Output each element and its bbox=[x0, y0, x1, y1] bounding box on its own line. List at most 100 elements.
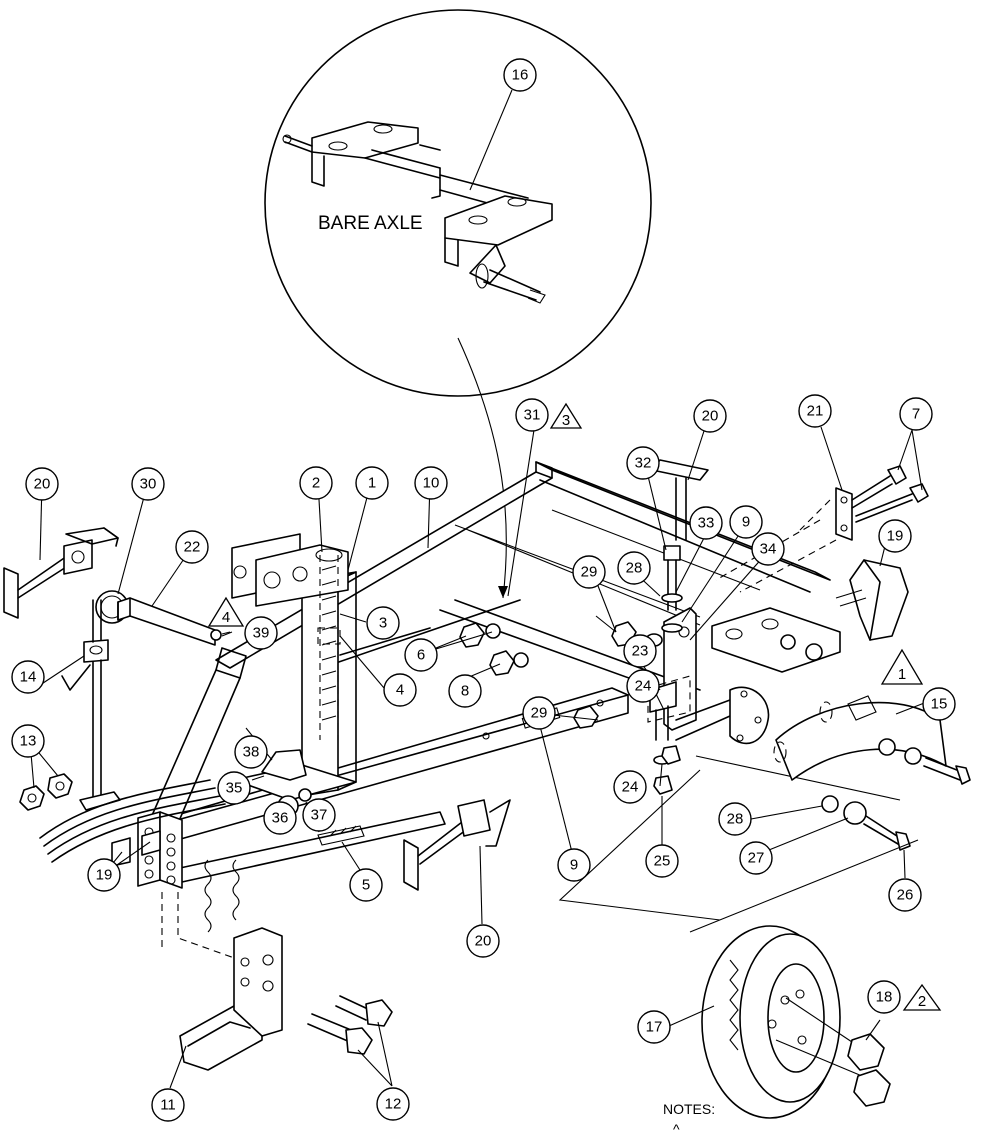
svg-text:5: 5 bbox=[362, 877, 370, 894]
callout-16: 16 bbox=[503, 58, 537, 92]
callout-20-top: 20 bbox=[693, 399, 727, 433]
callout-28-low: 28 bbox=[718, 802, 752, 836]
callout-26: 26 bbox=[888, 878, 922, 912]
callout-14: 14 bbox=[11, 660, 45, 694]
callout-24-low: 24 bbox=[613, 770, 647, 804]
svg-text:27: 27 bbox=[748, 850, 765, 867]
callout-8: 8 bbox=[448, 674, 482, 708]
svg-text:20: 20 bbox=[475, 933, 492, 950]
svg-text:19: 19 bbox=[96, 867, 113, 884]
callout-5: 5 bbox=[349, 868, 383, 902]
callout-13: 13 bbox=[11, 724, 45, 758]
svg-text:4: 4 bbox=[222, 609, 230, 626]
notes-partial-marker: ^ bbox=[673, 1121, 680, 1134]
callout-29-top: 29 bbox=[572, 555, 606, 589]
svg-text:1: 1 bbox=[368, 475, 376, 492]
washers-and-nuts bbox=[459, 622, 529, 676]
svg-text:9: 9 bbox=[570, 857, 578, 874]
fender bbox=[773, 695, 971, 785]
svg-text:17: 17 bbox=[646, 1019, 663, 1036]
svg-text:21: 21 bbox=[807, 403, 824, 420]
wheel-and-tire bbox=[689, 839, 919, 1119]
svg-text:30: 30 bbox=[140, 476, 157, 493]
svg-text:26: 26 bbox=[897, 887, 914, 904]
callout-36: 36 bbox=[263, 801, 297, 835]
callout-32: 32 bbox=[626, 446, 660, 480]
callout-35: 35 bbox=[217, 771, 251, 805]
svg-text:2: 2 bbox=[312, 475, 320, 492]
callout-7: 7 bbox=[899, 397, 933, 431]
callout-2: 2 bbox=[299, 466, 333, 500]
svg-text:18: 18 bbox=[876, 989, 893, 1006]
fender-hardware bbox=[821, 795, 911, 851]
callout-38: 38 bbox=[234, 735, 268, 769]
svg-text:28: 28 bbox=[727, 811, 744, 828]
lower-hitch-pin bbox=[403, 799, 511, 891]
callout-20-left: 20 bbox=[25, 467, 59, 501]
note-triangle-1: 1 bbox=[880, 648, 924, 685]
svg-text:20: 20 bbox=[34, 476, 51, 493]
callout-33: 33 bbox=[689, 506, 723, 540]
svg-text:6: 6 bbox=[417, 647, 425, 664]
callout-37: 37 bbox=[302, 798, 336, 832]
svg-text:39: 39 bbox=[253, 625, 270, 642]
callout-10: 10 bbox=[414, 466, 448, 500]
svg-text:10: 10 bbox=[423, 475, 440, 492]
notes-heading: NOTES: bbox=[663, 1101, 715, 1117]
svg-text:13: 13 bbox=[20, 733, 37, 750]
callout-39: 39 bbox=[244, 616, 278, 650]
callout-24-top: 24 bbox=[626, 669, 660, 703]
callout-34: 34 bbox=[751, 532, 785, 566]
svg-text:38: 38 bbox=[243, 744, 260, 761]
callout-31: 31 bbox=[515, 398, 549, 432]
svg-text:28: 28 bbox=[626, 560, 643, 577]
callout-3: 3 bbox=[366, 606, 400, 640]
svg-text:3: 3 bbox=[379, 615, 387, 632]
callout-29-mid: 29 bbox=[522, 696, 556, 730]
bare-axle-label: BARE AXLE bbox=[318, 213, 423, 234]
callout-27: 27 bbox=[739, 841, 773, 875]
svg-text:24: 24 bbox=[622, 779, 639, 796]
safety-chains bbox=[204, 859, 240, 933]
svg-text:4: 4 bbox=[396, 682, 404, 699]
callout-19-right: 19 bbox=[878, 519, 912, 553]
callout-12: 12 bbox=[376, 1087, 410, 1121]
callout-30: 30 bbox=[131, 467, 165, 501]
callout-19-left: 19 bbox=[87, 858, 121, 892]
svg-text:32: 32 bbox=[635, 455, 652, 472]
callout-4: 4 bbox=[383, 673, 417, 707]
svg-text:15: 15 bbox=[931, 696, 948, 713]
svg-text:22: 22 bbox=[184, 539, 201, 556]
coupler-dashed-guide bbox=[161, 892, 241, 961]
svg-text:25: 25 bbox=[654, 853, 671, 870]
svg-text:24: 24 bbox=[635, 678, 652, 695]
svg-text:33: 33 bbox=[698, 515, 715, 532]
svg-text:23: 23 bbox=[632, 643, 649, 660]
svg-text:14: 14 bbox=[20, 669, 37, 686]
svg-text:11: 11 bbox=[160, 1097, 176, 1114]
spring-hanger bbox=[711, 607, 841, 673]
note-triangle-2: 2 bbox=[902, 983, 942, 1011]
jack-stand bbox=[61, 599, 121, 811]
note-triangle-4: 4 bbox=[207, 596, 245, 627]
inset-leader-arrow bbox=[498, 586, 508, 598]
callout-28-top: 28 bbox=[617, 551, 651, 585]
svg-text:29: 29 bbox=[581, 564, 598, 581]
svg-text:7: 7 bbox=[912, 406, 920, 423]
callout-21: 21 bbox=[798, 394, 832, 428]
inset-leader-line bbox=[457, 337, 507, 599]
bare-axle-inset: BARE AXLE bbox=[264, 9, 652, 397]
callout-17: 17 bbox=[637, 1010, 671, 1044]
svg-text:37: 37 bbox=[311, 807, 328, 824]
svg-text:31: 31 bbox=[524, 407, 541, 424]
svg-text:34: 34 bbox=[760, 541, 777, 558]
mast-assembly bbox=[231, 533, 357, 817]
callout-23: 23 bbox=[623, 634, 657, 668]
callout-11: 11 bbox=[151, 1088, 185, 1122]
light-bracket bbox=[715, 465, 929, 593]
callout-25: 25 bbox=[645, 844, 679, 878]
hitch-pin-assembly bbox=[3, 527, 222, 646]
callout-6: 6 bbox=[404, 638, 438, 672]
tail-light bbox=[835, 559, 909, 641]
callout-18: 18 bbox=[867, 980, 901, 1014]
